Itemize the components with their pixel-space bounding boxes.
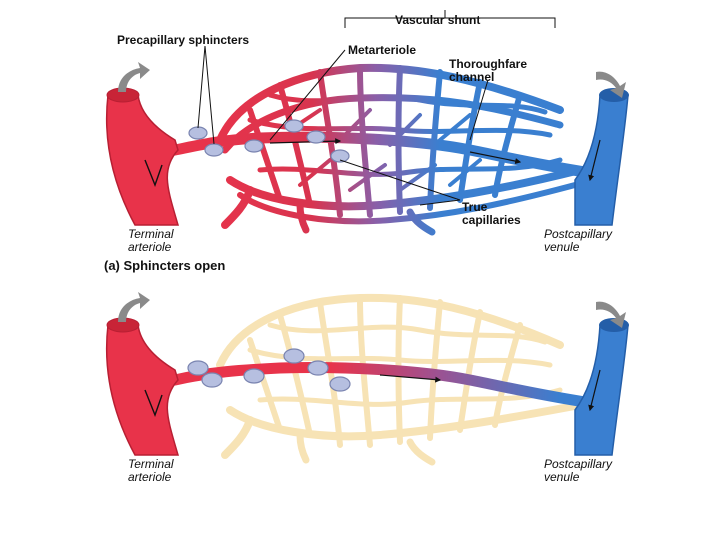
flow-arrow-b	[379, 374, 442, 383]
precapillary-sphincters-closed	[187, 348, 351, 392]
capillary-network-closed	[216, 293, 584, 466]
panel-b	[105, 292, 629, 466]
caption-panel-a: (a) Sphincters open	[104, 258, 226, 273]
sphincter-ring-icon	[243, 368, 265, 384]
postcapillary-venule-b	[574, 324, 629, 456]
label-metarteriole: Metarteriole	[348, 43, 417, 57]
terminal-arteriole-b	[105, 324, 179, 456]
panel-a	[105, 10, 629, 236]
sphincter-ring-icon	[244, 139, 264, 153]
flow-in-arrow-icon	[118, 292, 150, 322]
leader-lines-a	[197, 10, 556, 206]
label-terminal-arteriole-a-line2: arteriole	[128, 240, 172, 254]
label-true-capillaries-line1: True	[462, 200, 488, 214]
sphincter-ring-icon	[306, 130, 326, 144]
capillary-network-open	[216, 63, 584, 236]
flow-arrow-a	[269, 138, 342, 145]
sphincter-ring-icon	[330, 149, 350, 163]
label-true-capillaries-line2: capillaries	[462, 213, 521, 227]
label-terminal-arteriole-b-line1: Terminal	[128, 457, 174, 471]
terminal-arteriole-a	[105, 94, 179, 226]
flow-chevron-a	[144, 159, 163, 187]
postcapillary-venule-a	[574, 94, 629, 226]
label-postcapillary-venule-b-line1: Postcapillary	[544, 457, 613, 471]
flow-chevron-b	[144, 389, 163, 417]
flow-arrow-a2	[469, 151, 522, 165]
label-thoroughfare-line1: Thoroughfare	[449, 57, 527, 71]
sphincter-ring-icon	[188, 126, 208, 140]
label-terminal-arteriole-a-line1: Terminal	[128, 227, 174, 241]
label-terminal-arteriole-b-line2: arteriole	[128, 470, 172, 484]
venule-flow-arrow-a	[588, 139, 601, 182]
label-thoroughfare-line2: channel	[449, 70, 495, 84]
flow-out-arrow-icon	[596, 301, 626, 328]
sphincter-ring-icon	[307, 360, 329, 376]
sphincter-ring-icon	[329, 376, 351, 392]
label-vascular-shunt: Vascular shunt	[395, 13, 481, 27]
label-precapillary-sphincters: Precapillary sphincters	[117, 33, 250, 47]
venule-flow-arrow-b	[588, 369, 601, 412]
sphincter-ring-icon	[204, 143, 224, 157]
flow-out-arrow-icon	[596, 71, 626, 98]
flow-in-arrow-icon	[118, 62, 150, 92]
sphincter-ring-icon	[187, 360, 209, 376]
label-postcapillary-venule-b-line2: venule	[544, 470, 580, 484]
label-postcapillary-venule-a-line2: venule	[544, 240, 580, 254]
sphincter-ring-icon	[284, 119, 304, 133]
metarteriole-b	[169, 362, 591, 408]
sphincter-ring-icon	[283, 348, 305, 364]
label-postcapillary-venule-a-line1: Postcapillary	[544, 227, 613, 241]
sphincter-ring-icon	[201, 372, 223, 388]
